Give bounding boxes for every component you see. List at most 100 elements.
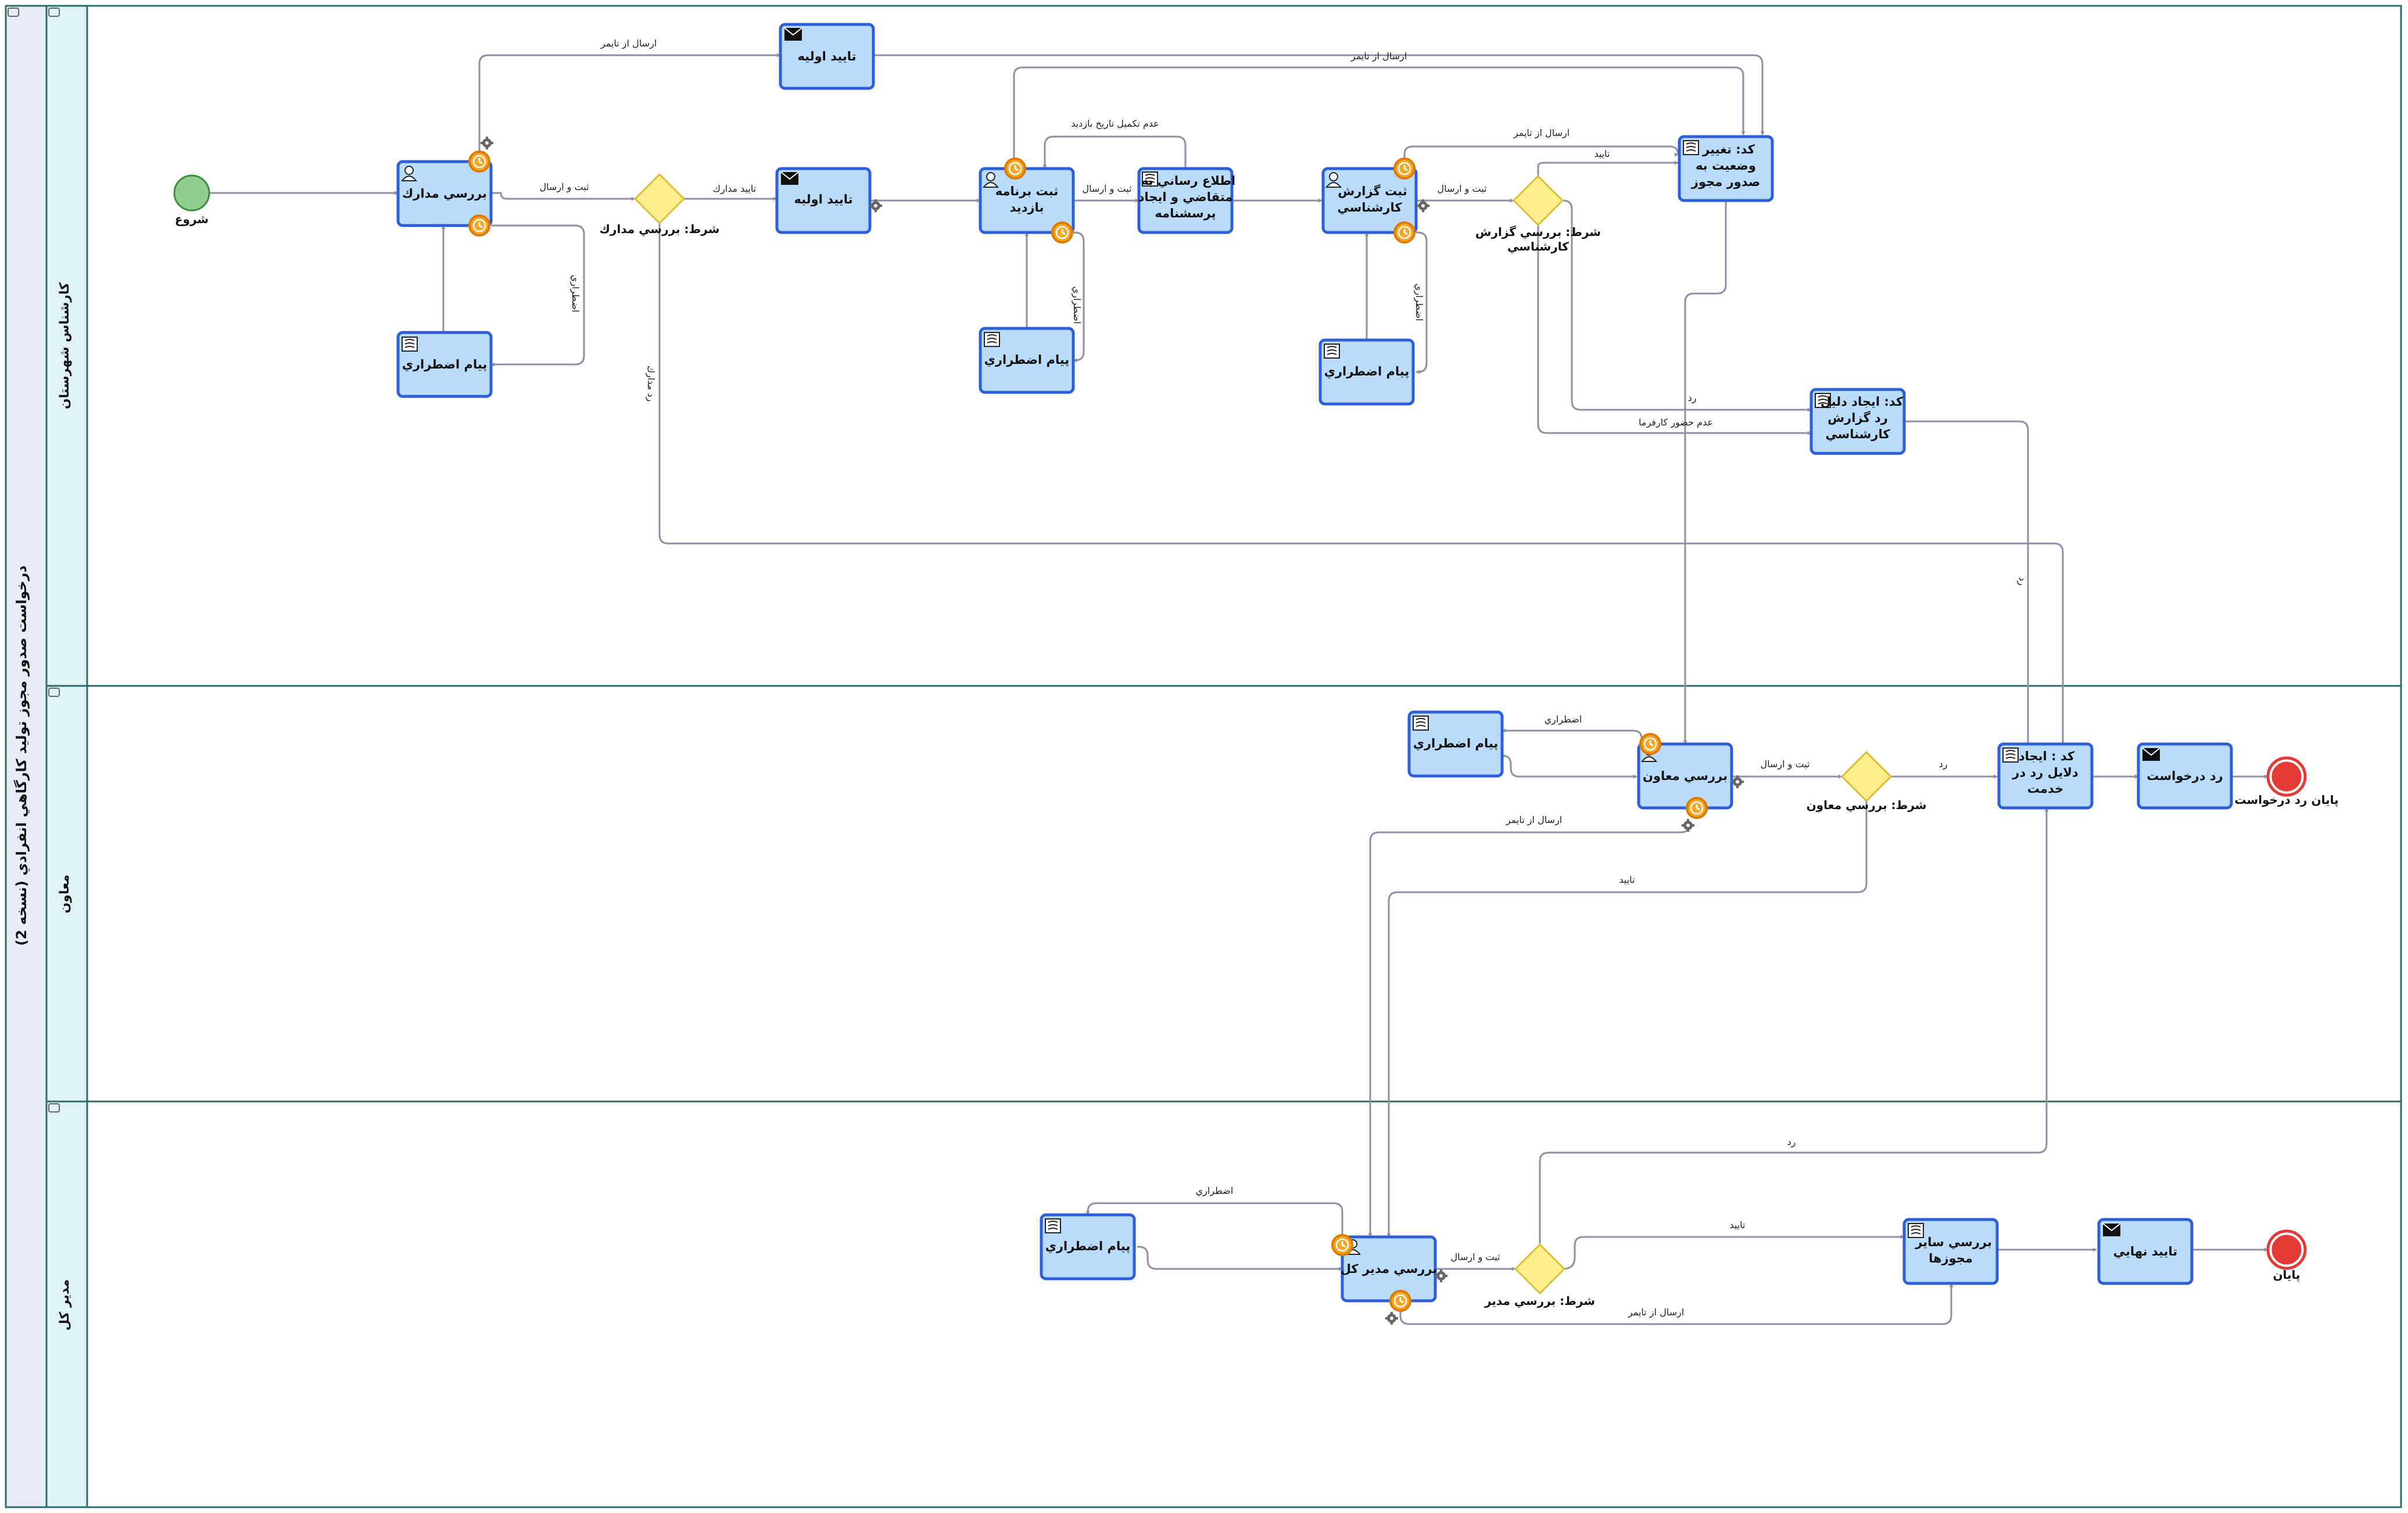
- lane-title-expert: كارشناس شهرستان: [58, 282, 72, 409]
- task-emergency-2-label: پيام اضطراري: [984, 353, 1070, 367]
- end-event[interactable]: پايان: [2266, 1229, 2307, 1282]
- task-initial-approve[interactable]: تاييد اوليه: [775, 167, 882, 234]
- flow-review-gw1[interactable]: [491, 192, 636, 201]
- gateway-docs-check[interactable]: شرط: بررسي مدارك: [600, 173, 720, 237]
- task-code-reject-service-label: كد : ايجاد: [2019, 749, 2075, 763]
- timer-icon: [1393, 221, 1416, 244]
- flow-topapprove-code[interactable]: [873, 54, 1765, 135]
- flow-label-reject: رد: [1939, 759, 1948, 770]
- timer-icon: [1393, 158, 1416, 180]
- timer-icon: [468, 214, 490, 237]
- task-reject-request-label: رد درخواست: [2147, 769, 2223, 783]
- flow-notify-visit[interactable]: [1042, 135, 1187, 169]
- flow-label-register-send: ثبت و ارسال: [540, 181, 589, 193]
- flow-review-timer-top[interactable]: [478, 53, 781, 166]
- lane-expert: كارشناس شهرستان: [45, 5, 2402, 687]
- flow-label-send-timer: ارسال از تايمر: [600, 38, 657, 49]
- task-code-reject-report-label: كارشناسي: [1825, 427, 1890, 441]
- task-emergency-3[interactable]: پيام اضطراري: [1318, 338, 1415, 406]
- lane-title-manager: مدير كل: [58, 1279, 72, 1330]
- flow-report-timer[interactable]: [1403, 145, 1680, 169]
- envelope-icon: [784, 27, 802, 41]
- gateway-manager-check[interactable]: شرط: بررسي مدير: [1484, 1243, 1595, 1308]
- flow-emergency5-manager[interactable]: [1137, 1246, 1343, 1271]
- flow-report-emergency3[interactable]: [1416, 231, 1428, 374]
- flow-label-send-timer: ارسال از تايمر: [1513, 127, 1569, 139]
- task-initial-approve-top[interactable]: تاييد اوليه: [779, 23, 875, 90]
- task-code-reject-service[interactable]: كد : ايجاد دلايل رد در خدمت: [1997, 742, 2094, 810]
- task-notify[interactable]: اطلاع رساني به متقاضي و ايجاد پرسشنامه: [1137, 167, 1235, 234]
- script-icon: [984, 332, 1000, 347]
- flow-code-deputy[interactable]: [1683, 201, 1727, 745]
- script-icon: [1045, 1218, 1061, 1233]
- task-initial-approve-label: تاييد اوليه: [794, 192, 852, 206]
- flow-gw3-approve[interactable]: [1386, 801, 1868, 1237]
- lane-menu-icon[interactable]: [48, 1103, 60, 1113]
- task-emergency-1[interactable]: پيام اضطراري: [396, 331, 493, 398]
- flow-manager-emergency5[interactable]: [1085, 1202, 1343, 1237]
- task-notify-label: پرسشنامه: [1155, 206, 1216, 220]
- flow-codereject-service[interactable]: [1904, 420, 2030, 747]
- flow-label-send-timer: ارسال از تايمر: [1506, 814, 1562, 826]
- flow-review-emergency1[interactable]: [490, 224, 585, 367]
- task-code-reject-service-label: دلايل رد در: [2012, 766, 2079, 779]
- flow-gw2-approve[interactable]: [1537, 160, 1679, 176]
- flow-label-emergency: اضطراري: [569, 275, 581, 313]
- lane-menu-icon[interactable]: [48, 8, 60, 17]
- flow-label-emergency: اضطراري: [1071, 287, 1083, 324]
- flow-manager-timer-permits[interactable]: [1399, 1283, 1954, 1325]
- flow-gw4-approve[interactable]: [1563, 1235, 1905, 1270]
- task-final-approve[interactable]: تاييد نهايي: [2097, 1218, 2194, 1285]
- task-code-reject-report[interactable]: كد: ايجاد دليل رد گزارش كارشناسي: [1809, 388, 1906, 455]
- flow-label-not-complete: عدم تكميل تاريخ بازديد: [1071, 118, 1159, 130]
- flow-label-approve: تاييد: [1594, 148, 1610, 159]
- flow-label-emergency: اضطراري: [1413, 284, 1425, 321]
- task-visit-schedule[interactable]: ثبت برنامه بازديد: [979, 158, 1075, 244]
- task-emergency-5[interactable]: پيام اضطراري: [1040, 1213, 1136, 1280]
- pool-menu-icon[interactable]: [8, 8, 19, 17]
- flow-label-approve: تاييد: [1729, 1219, 1745, 1231]
- flow-gw1-reject[interactable]: [658, 222, 2065, 747]
- flow-visit-code[interactable]: [1013, 66, 1746, 169]
- timer-icon: [1389, 1290, 1411, 1312]
- task-expert-report[interactable]: ثبت گزارش كارشناسي: [1321, 158, 1429, 244]
- flow-gw4-reject[interactable]: [1539, 807, 2049, 1244]
- lane-menu-icon[interactable]: [48, 688, 60, 697]
- task-emergency-3-label: پيام اضطراري: [1324, 364, 1410, 379]
- gateway-expert-check-label: كارشناسي: [1507, 239, 1569, 254]
- task-visit-schedule-label: بازديد: [1010, 201, 1044, 214]
- flow-gw2-no-employer[interactable]: [1537, 226, 1812, 435]
- flow-label-reject: رد: [1787, 1136, 1796, 1148]
- gateway-expert-check[interactable]: شرط: بررسي گزارش كارشناسي: [1475, 174, 1601, 254]
- task-deputy-review[interactable]: بررسي معاون: [1637, 733, 1744, 832]
- task-code-reject-report-label: كد: ايجاد دليل: [1821, 395, 1904, 409]
- task-other-permits[interactable]: بررسي ساير مجوزها: [1902, 1218, 1999, 1285]
- task-emergency-4[interactable]: پيام اضطراري: [1407, 710, 1504, 778]
- flow-label-approve: تاييد: [1619, 874, 1635, 885]
- task-other-permits-label: مجوزها: [1929, 1251, 1973, 1265]
- timer-icon: [1331, 1234, 1353, 1256]
- flow-emergency4-deputy[interactable]: [1502, 754, 1637, 779]
- task-code-change[interactable]: كد: تغيير وضعيت به صدور مجوز: [1678, 135, 1774, 202]
- flow-label-docs-reject: رد مدارك: [645, 366, 657, 402]
- task-reject-request[interactable]: رد درخواست: [2137, 742, 2233, 810]
- task-code-change-label: وضعيت به: [1696, 159, 1756, 173]
- flow-gw2-reject[interactable]: [1563, 199, 1812, 412]
- flow-labels: ارسال از تايمر ارسال از تايمر ثبت و ارسا…: [540, 38, 2028, 1318]
- start-event[interactable]: شروع: [173, 174, 210, 226]
- script-icon: [1683, 140, 1699, 155]
- flow-label-register-send: ثبت و ارسال: [1451, 1251, 1500, 1263]
- gateway-deputy-check[interactable]: شرط: بررسي معاون: [1807, 750, 1927, 813]
- flow-label-send-timer: ارسال از تايمر: [1628, 1307, 1684, 1318]
- task-visit-schedule-label: ثبت برنامه: [995, 184, 1058, 198]
- task-deputy-review-label: بررسي معاون: [1643, 769, 1728, 783]
- task-emergency-2[interactable]: پيام اضطراري: [979, 327, 1075, 394]
- flow-visit-emergency2[interactable]: [1062, 231, 1085, 363]
- task-manager-review[interactable]: بررسي مدير كل: [1331, 1234, 1447, 1325]
- task-review-docs-label: بررسي مدارك: [402, 187, 487, 201]
- task-expert-report-label: كارشناسي: [1337, 201, 1402, 214]
- end-event-reject[interactable]: پايان رد درخواست: [2234, 756, 2339, 807]
- flow-label-reject: رد: [1688, 392, 1697, 404]
- flow-label-register-send: ثبت و ارسال: [1761, 759, 1810, 770]
- task-review-docs[interactable]: بررسي مدارك: [396, 137, 493, 237]
